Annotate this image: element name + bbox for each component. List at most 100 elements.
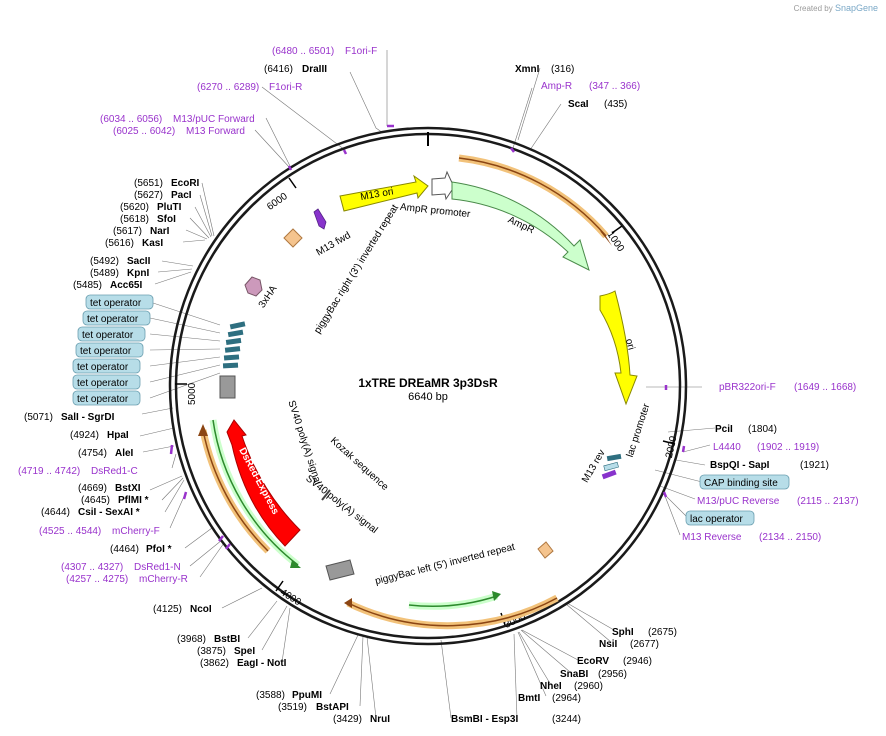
primer-marks	[169, 124, 686, 550]
primer-m13-rev: M13 Reverse	[682, 532, 742, 543]
primer-m13-fwd-range: (6025 .. 6042)	[113, 126, 175, 137]
site-pfoi-pos: (4464)	[110, 544, 139, 555]
lac-region-blocks	[601, 453, 622, 480]
svg-text:tet operator: tet operator	[82, 330, 134, 341]
tet-operator-box-4: tet operator	[75, 342, 144, 358]
site-bstapi-pos: (3519)	[278, 702, 307, 713]
site-pflmi: PflMI *	[118, 495, 149, 506]
site-ppumi: PpuMI	[292, 690, 322, 701]
sv40-polya-block-top	[219, 375, 236, 399]
primer-mcherry-r: mCherry-R	[139, 574, 188, 585]
primer-m13puc-rev-range: (2115 .. 2137)	[797, 496, 859, 507]
tet-operator-box-3: tet operator	[77, 326, 146, 342]
svg-text:tet operator: tet operator	[87, 314, 139, 325]
primer-f1ori-r: F1ori-R	[269, 82, 302, 93]
tet-operator-box-1: tet operator	[85, 294, 154, 310]
site-pfoi: PfoI *	[146, 544, 172, 555]
site-pluti: PluTI	[157, 202, 182, 213]
site-acc65i: Acc65I	[110, 280, 142, 291]
site-sali-pos: (5071)	[24, 412, 53, 423]
site-ecori: EcoRI	[171, 178, 200, 189]
site-paci-pos: (5627)	[134, 190, 163, 201]
kozak-mark	[321, 489, 331, 501]
label-piggybac-left: piggyBac left (5') inverted repeat	[374, 542, 516, 587]
primer-m13puc-fwd: M13/pUC Forward	[173, 114, 255, 125]
primer-dsred1-n-range: (4307 .. 4327)	[61, 562, 123, 573]
dsred-express-arrow	[226, 419, 301, 547]
cap-binding-site-box: CAP binding site	[699, 474, 790, 490]
site-scai: ScaI	[568, 99, 589, 110]
site-sali: SalI - SgrDI	[61, 412, 115, 423]
site-paci: PacI	[171, 190, 192, 201]
svg-text:lac operator: lac operator	[690, 514, 743, 525]
tick-label-2000: 2000	[664, 435, 679, 459]
site-nari: NarI	[150, 226, 170, 237]
site-bstbi-pos: (3968)	[177, 634, 206, 645]
primer-ampr-range: (347 .. 366)	[589, 81, 640, 92]
site-spei: SpeI	[234, 646, 255, 657]
site-alei-pos: (4754)	[78, 448, 107, 459]
site-bmti-pos: (2964)	[552, 693, 581, 704]
site-kasi: KasI	[142, 238, 163, 249]
site-bsmbi-pos: (3244)	[552, 714, 581, 725]
site-csii-pos: (4644)	[41, 507, 70, 518]
primer-mcherry-f-range: (4525 .. 4544)	[39, 526, 101, 537]
site-sfoi: SfoI	[157, 214, 176, 225]
svg-text:tet operator: tet operator	[77, 394, 129, 405]
site-bspqi-pos: (1921)	[800, 460, 829, 471]
primer-m13puc-rev: M13/pUC Reverse	[697, 496, 780, 507]
label-lac-promoter: lac promoter	[625, 402, 653, 459]
primer-l4440: L4440	[713, 442, 741, 453]
primer-ampr: Amp-R	[541, 81, 572, 92]
site-xmni: XmnI	[515, 64, 540, 75]
site-draiii: DraIII	[302, 64, 327, 75]
dsred-orf-track	[198, 424, 271, 554]
leader-lines	[139, 50, 716, 719]
svg-text:tet operator: tet operator	[77, 378, 129, 389]
site-nsii: NsiI	[599, 639, 618, 650]
site-ncoi: NcoI	[190, 604, 212, 615]
ori-arrow	[599, 290, 638, 406]
svg-text:CAP binding site: CAP binding site	[704, 478, 778, 489]
site-ecorv-pos: (2946)	[623, 656, 652, 667]
site-nsii-pos: (2677)	[630, 639, 659, 650]
lower-green-orf	[408, 591, 501, 610]
tet-operator-box-6: tet operator	[72, 374, 141, 390]
tick-label-6000: 6000	[265, 191, 290, 213]
site-kpni: KpnI	[127, 268, 149, 279]
label-kozak: Kozak sequence	[328, 435, 391, 493]
site-nari-pos: (5617)	[113, 226, 142, 237]
tet-operator-box-7: tet operator	[72, 390, 141, 406]
site-pcii: PciI	[715, 424, 733, 435]
site-spei-pos: (3875)	[197, 646, 226, 657]
label-m13-fwd: M13 fwd	[314, 230, 352, 258]
site-bspqi: BspQI - SapI	[710, 460, 770, 471]
backbone	[168, 126, 688, 646]
site-draiii-pos: (6416)	[264, 64, 293, 75]
site-ncoi-pos: (4125)	[153, 604, 182, 615]
green-orf-track	[209, 419, 301, 568]
site-csii: CsiI - SexAI *	[78, 507, 140, 518]
site-acc65i-pos: (5485)	[73, 280, 102, 291]
ampr-promoter-arrow	[431, 170, 455, 201]
site-eagi-pos: (3862)	[200, 658, 229, 669]
primer-mcherry-f: mCherry-F	[112, 526, 160, 537]
label-m13-rev: M13 rev	[580, 448, 608, 485]
ampr-arrow	[451, 181, 590, 271]
site-eagi: EagI - NotI	[237, 658, 287, 669]
primer-pbr322: pBR322ori-F	[719, 382, 776, 393]
site-sphi: SphI	[612, 627, 634, 638]
label-ori: ori	[623, 338, 637, 352]
scale-tick-1000	[611, 225, 623, 234]
site-scai-pos: (435)	[604, 99, 627, 110]
tet-operator-box-5: tet operator	[72, 358, 141, 374]
primer-m13-rev-range: (2134 .. 2150)	[759, 532, 821, 543]
primer-f1ori-f: F1ori-F	[345, 46, 377, 57]
site-pflmi-pos: (4645)	[81, 495, 110, 506]
site-snabi-pos: (2956)	[598, 669, 627, 680]
site-ecori-pos: (5651)	[134, 178, 163, 189]
site-kasi-pos: (5616)	[105, 238, 134, 249]
site-pluti-pos: (5620)	[120, 202, 149, 213]
label-sv40-top: SV40 poly(A) signal	[285, 399, 323, 486]
